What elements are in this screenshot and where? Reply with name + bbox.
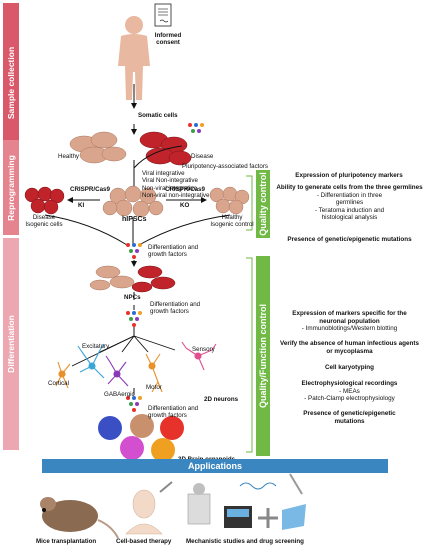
applications-title: Applications bbox=[187, 461, 242, 471]
method-item: Viral integrative bbox=[142, 170, 185, 177]
quality-control-label: Quality control bbox=[258, 172, 268, 236]
motor-label: Motor bbox=[146, 384, 162, 391]
growth-factor-dots-1 bbox=[126, 243, 142, 259]
app-cell-therapy-label: Cell-based therapy bbox=[116, 538, 172, 545]
healthy-isogenic-line2: Isogenic control bbox=[210, 221, 254, 229]
disease-cells-icon bbox=[139, 131, 192, 166]
cortical-neuron-icon bbox=[55, 361, 71, 389]
growth-factor-dots-3 bbox=[126, 396, 142, 412]
healthy-cells-icon bbox=[69, 131, 127, 164]
lab-equipment-icon bbox=[187, 473, 306, 530]
gabaergic-label: GABAergic bbox=[104, 391, 135, 398]
mouse-icon bbox=[40, 497, 119, 539]
qc-germlines-sub4: histological analysis bbox=[321, 214, 378, 222]
qc-germlines-title: Ability to generate cells from the three… bbox=[276, 184, 423, 191]
fc-markers: Expression of markers specific for the n… bbox=[272, 310, 427, 333]
ki-label: KI bbox=[78, 202, 85, 209]
consent-line2: consent bbox=[156, 39, 180, 47]
brain-organoids-icon bbox=[98, 414, 184, 462]
diff-growth-3-label: Differentiation and growth factors bbox=[148, 405, 198, 420]
function-control-bar: Quality/Function control bbox=[256, 256, 270, 456]
app-mice-label: Mice transplantation bbox=[36, 538, 97, 545]
consent-label: Informed consent bbox=[148, 32, 188, 47]
app-mechanistic-label: Mechanistic studies and drug screening bbox=[186, 538, 304, 545]
fc-mutations-line2: mutations bbox=[334, 417, 365, 425]
diff-growth-1-line1: Differentiation and bbox=[148, 244, 199, 251]
ko-label: KO bbox=[180, 202, 190, 209]
factor-dots-icon bbox=[188, 123, 204, 133]
qc-germlines-sub2: germlines bbox=[335, 199, 364, 207]
excitatory-neuron-icon bbox=[77, 343, 105, 379]
qc-germlines-sub1: - Differentiation in three bbox=[316, 191, 383, 199]
diff-growth-1-line2: growth factors bbox=[148, 251, 187, 259]
hipsc-colony-icon bbox=[102, 185, 164, 218]
function-control-label: Quality/Function control bbox=[258, 304, 268, 408]
cortical-label: Cortical bbox=[48, 380, 69, 387]
fc-infectious: Verify the absence of human infectious a… bbox=[272, 340, 427, 355]
fc-electro-title: Electrophysiological recordings bbox=[301, 380, 398, 387]
sidebar-sample-collection: Sample collection bbox=[3, 3, 19, 163]
sensory-neuron-icon bbox=[181, 341, 217, 371]
fc-electro: Electrophysiological recordings - MEAs -… bbox=[272, 380, 427, 403]
growth-factor-dots-2 bbox=[126, 311, 142, 327]
disease-isogenic-label: Disease Isogenic cells bbox=[18, 214, 70, 229]
disease-isogenic-line2: Isogenic cells bbox=[25, 221, 63, 229]
healthy-label: Healthy bbox=[58, 153, 79, 160]
excitatory-label: Excitatory bbox=[82, 343, 110, 350]
diff-growth-2-line2: growth factors bbox=[150, 308, 189, 316]
npcs-label: NPCs bbox=[124, 294, 141, 301]
sidebar-differentiation: Differentiation bbox=[3, 238, 19, 450]
fc-mutations: Presence of genetic/epigenetic mutations bbox=[272, 410, 427, 425]
consent-line1: Informed bbox=[154, 32, 182, 39]
qc-markers: Expression of pluripotency markers bbox=[295, 172, 403, 179]
diff-growth-1-label: Differentiation and growth factors bbox=[148, 244, 198, 259]
diff-growth-2-line1: Differentiation and bbox=[150, 301, 201, 308]
method-item: Non-viral integrative bbox=[142, 184, 198, 192]
fc-infectious-line2: or mycoplasma bbox=[326, 347, 373, 355]
crispr-right-label: CRISPR/Cas9 bbox=[165, 186, 205, 193]
healthy-isogenic-line1: Healthy bbox=[221, 214, 243, 221]
healthy-isogenic-label: Healthy Isogenic control bbox=[202, 214, 262, 229]
gabaergic-neuron-icon bbox=[105, 355, 129, 387]
healthy-isogenic-colony-icon bbox=[209, 186, 250, 215]
diff-growth-3-line1: Differentiation and bbox=[148, 405, 199, 412]
crispr-left-label: CRISPR/Cas9 bbox=[70, 186, 110, 193]
applications-banner: Applications bbox=[42, 459, 388, 473]
human-head-icon bbox=[125, 481, 173, 535]
motor-neuron-icon bbox=[145, 353, 163, 393]
qc-mutations: Presence of genetic/epigenetic mutations bbox=[287, 236, 412, 243]
document-icon bbox=[154, 3, 172, 27]
somatic-cells-label: Somatic cells bbox=[138, 112, 178, 119]
differentiating-cells-icon bbox=[89, 265, 176, 293]
disease-label: Disease bbox=[191, 153, 214, 160]
fc-karyotyping: Cell karyotyping bbox=[325, 364, 374, 371]
disease-isogenic-colony-icon bbox=[24, 186, 65, 215]
person-icon bbox=[118, 16, 150, 100]
sidebar-reprogramming: Reprogramming bbox=[3, 140, 19, 235]
fc-blotting: - Immunoblotings/Western blotting bbox=[301, 325, 398, 333]
method-item: Non-viral non-integrative bbox=[142, 192, 210, 200]
fc-markers-line1: Expression of markers specific for the bbox=[292, 310, 407, 317]
fc-infectious-line1: Verify the absence of human infectious a… bbox=[280, 340, 419, 347]
methods-list: Viral integrative Viral Non-integrative … bbox=[142, 170, 209, 200]
fc-mutations-line1: Presence of genetic/epigenetic bbox=[303, 410, 396, 417]
sensory-label: Sensory bbox=[192, 346, 215, 353]
method-item: Viral Non-integrative bbox=[142, 177, 198, 185]
disease-isogenic-line1: Disease bbox=[32, 214, 56, 221]
quality-control-bar: Quality control bbox=[256, 170, 270, 238]
qc-germlines: Ability to generate cells from the three… bbox=[272, 184, 427, 222]
diff-growth-2-label: Differentiation and growth factors bbox=[150, 301, 200, 316]
fc-markers-line2: neuronal population bbox=[319, 317, 380, 325]
pluripotency-factors-label: Pluripotency-associated factors bbox=[182, 163, 268, 170]
diff-growth-3-line2: growth factors bbox=[148, 412, 187, 420]
fc-patch: - Patch-Clamp electrophysiology bbox=[304, 395, 395, 403]
fc-meas: - MEAs bbox=[339, 387, 360, 395]
qc-germlines-sub3: - Teratoma induction and bbox=[314, 206, 385, 214]
neurons-2d-label: 2D neurons bbox=[204, 396, 239, 403]
hipscs-label: hIPSCs bbox=[122, 216, 147, 223]
